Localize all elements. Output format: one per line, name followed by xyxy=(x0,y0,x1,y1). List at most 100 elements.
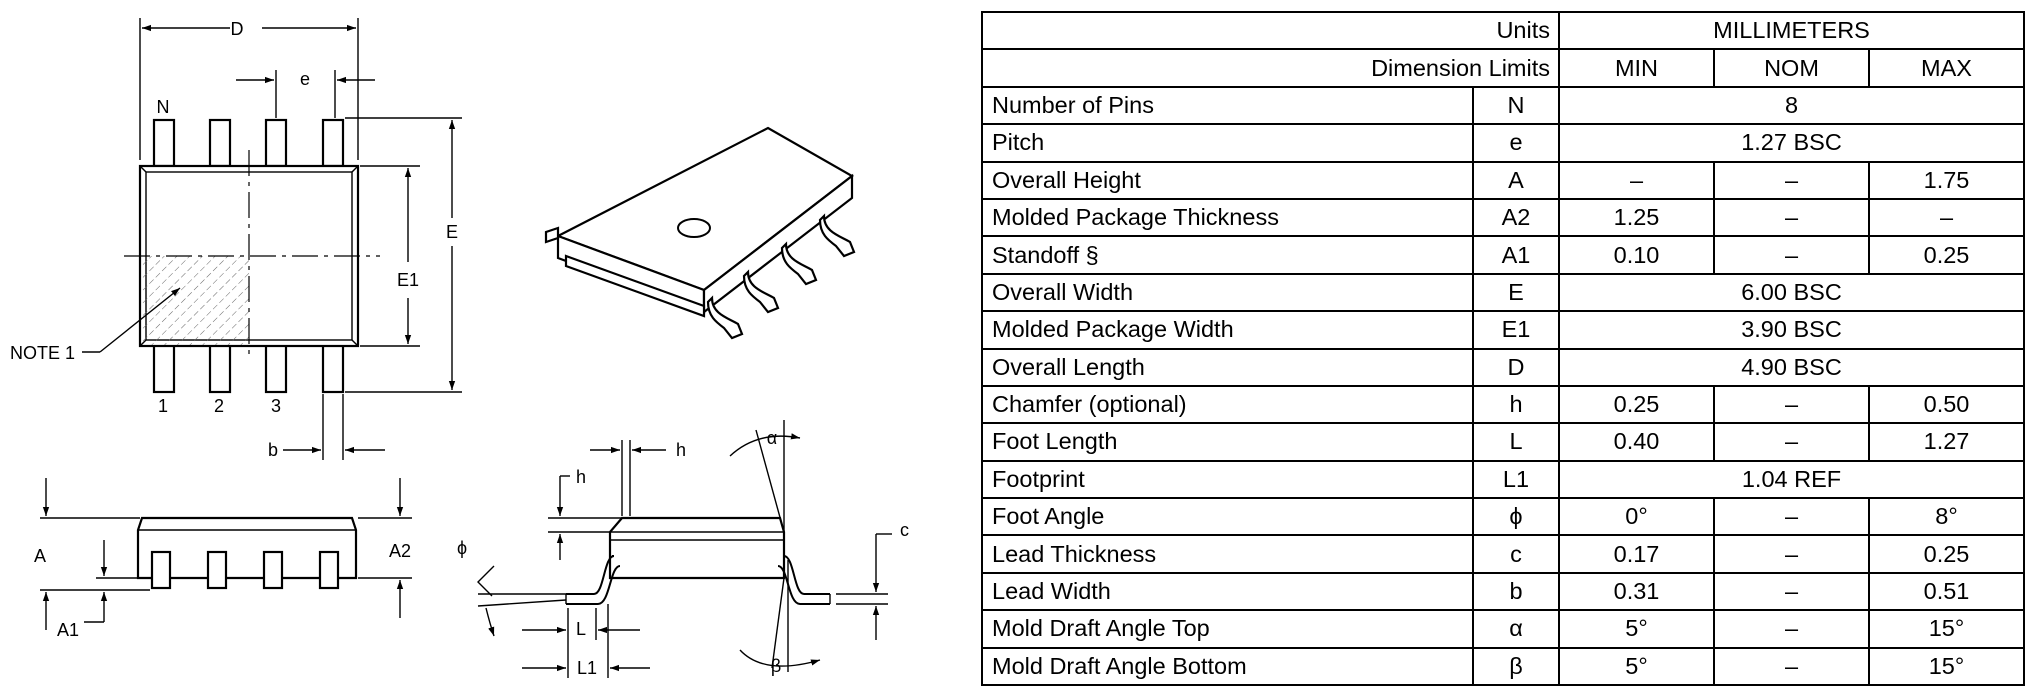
dimension-nom: – xyxy=(1713,197,1870,238)
dimension-min: 0.17 xyxy=(1558,534,1715,574)
dimension-value: 3.90 BSC xyxy=(1558,310,2025,350)
dimension-min: 0.10 xyxy=(1558,235,1715,275)
top-view: D e N 1 2 3 NOTE 1 xyxy=(10,18,462,460)
dim-A-label: A xyxy=(34,546,46,566)
dimension-nom: – xyxy=(1713,497,1870,537)
pin-N-label: N xyxy=(157,97,170,117)
dimension-max: 0.25 xyxy=(1868,534,2025,574)
dimension-symbol: A2 xyxy=(1472,197,1560,238)
dimension-symbol: A xyxy=(1472,160,1560,200)
dim-b-label: b xyxy=(268,440,278,460)
dimension-nom: – xyxy=(1713,235,1870,275)
dimension-name: Molded Package Thickness xyxy=(981,197,1474,238)
dimension-max: 0.50 xyxy=(1868,384,2025,425)
dimension-nom: – xyxy=(1713,160,1870,200)
max-header: MAX xyxy=(1868,48,2025,88)
dimension-symbol: b xyxy=(1472,571,1560,612)
dimension-name: Mold Draft Angle Bottom xyxy=(981,646,1474,687)
dim-L1-label: L1 xyxy=(577,658,597,678)
dimension-value: 8 xyxy=(1558,85,2025,126)
dimension-symbol: N xyxy=(1472,85,1560,126)
side-view: A A1 A2 xyxy=(34,478,412,640)
dimension-max: – xyxy=(1868,197,2025,238)
dim-e-label: e xyxy=(300,69,310,89)
dimension-name: Overall Length xyxy=(981,347,1474,387)
pin-2-label: 2 xyxy=(214,396,224,416)
units-value: MILLIMETERS xyxy=(1558,10,2025,51)
dimension-max: 1.75 xyxy=(1868,160,2025,200)
dimension-min: 5° xyxy=(1558,646,1715,687)
dimension-max: 1.27 xyxy=(1868,422,2025,462)
dimension-symbol: E xyxy=(1472,272,1560,313)
dimension-name: Foot Length xyxy=(981,422,1474,462)
dimension-symbol: c xyxy=(1472,534,1560,574)
dimension-nom: – xyxy=(1713,609,1870,649)
dimension-name: Number of Pins xyxy=(981,85,1474,126)
dim-D-label: D xyxy=(231,19,244,39)
angle-phi-label: ϕ xyxy=(457,538,467,558)
dimension-value: 1.04 REF xyxy=(1558,459,2025,500)
dimension-min: 5° xyxy=(1558,609,1715,649)
dimension-symbol: ϕ xyxy=(1472,497,1560,537)
dimension-max: 8° xyxy=(1868,497,2025,537)
dimension-min: 0° xyxy=(1558,497,1715,537)
dim-A2-label: A2 xyxy=(389,541,411,561)
dimension-max: 0.25 xyxy=(1868,235,2025,275)
dimension-name: Overall Height xyxy=(981,160,1474,200)
dimension-symbol: e xyxy=(1472,123,1560,163)
dimension-min: – xyxy=(1558,160,1715,200)
dim-c-label: c xyxy=(900,520,909,540)
dimension-value: 1.27 BSC xyxy=(1558,123,2025,163)
end-view: h h α β ϕ c L xyxy=(457,420,909,678)
dimension-name: Footprint xyxy=(981,459,1474,500)
dimension-name: Foot Angle xyxy=(981,497,1474,537)
dim-A1-label: A1 xyxy=(57,620,79,640)
dimension-value: 4.90 BSC xyxy=(1558,347,2025,387)
dimension-min: 0.40 xyxy=(1558,422,1715,462)
dimension-min: 1.25 xyxy=(1558,197,1715,238)
limits-label: Dimension Limits xyxy=(981,48,1560,88)
dimension-nom: – xyxy=(1713,571,1870,612)
min-header: MIN xyxy=(1558,48,1715,88)
dim-E-label: E xyxy=(446,222,458,242)
dim-E1-label: E1 xyxy=(397,270,419,290)
pin-3-label: 3 xyxy=(271,396,281,416)
dimension-name: Chamfer (optional) xyxy=(981,384,1474,425)
dimension-symbol: L xyxy=(1472,422,1560,462)
dimension-min: 0.31 xyxy=(1558,571,1715,612)
pin-1-label: 1 xyxy=(158,396,168,416)
dimension-max: 0.51 xyxy=(1868,571,2025,612)
dimension-symbol: D xyxy=(1472,347,1560,387)
dimension-max: 15° xyxy=(1868,646,2025,687)
dimension-nom: – xyxy=(1713,534,1870,574)
dimension-name: Molded Package Width xyxy=(981,310,1474,350)
dimension-nom: – xyxy=(1713,384,1870,425)
dim-L-label: L xyxy=(576,619,586,639)
dimension-max: 15° xyxy=(1868,609,2025,649)
package-drawing: D e N 1 2 3 NOTE 1 xyxy=(10,18,909,678)
dimension-min: 0.25 xyxy=(1558,384,1715,425)
units-label: Units xyxy=(981,10,1560,51)
dimension-table: Units MILLIMETERS Dimension Limits MIN N… xyxy=(981,10,2025,687)
dimension-name: Mold Draft Angle Top xyxy=(981,609,1474,649)
dim-h-left-label: h xyxy=(576,467,586,487)
isometric-view xyxy=(544,126,856,340)
dimension-symbol: β xyxy=(1472,646,1560,687)
dimension-symbol: A1 xyxy=(1472,235,1560,275)
dimension-name: Standoff § xyxy=(981,235,1474,275)
header-row-limits: Dimension Limits MIN NOM MAX xyxy=(981,48,2025,88)
